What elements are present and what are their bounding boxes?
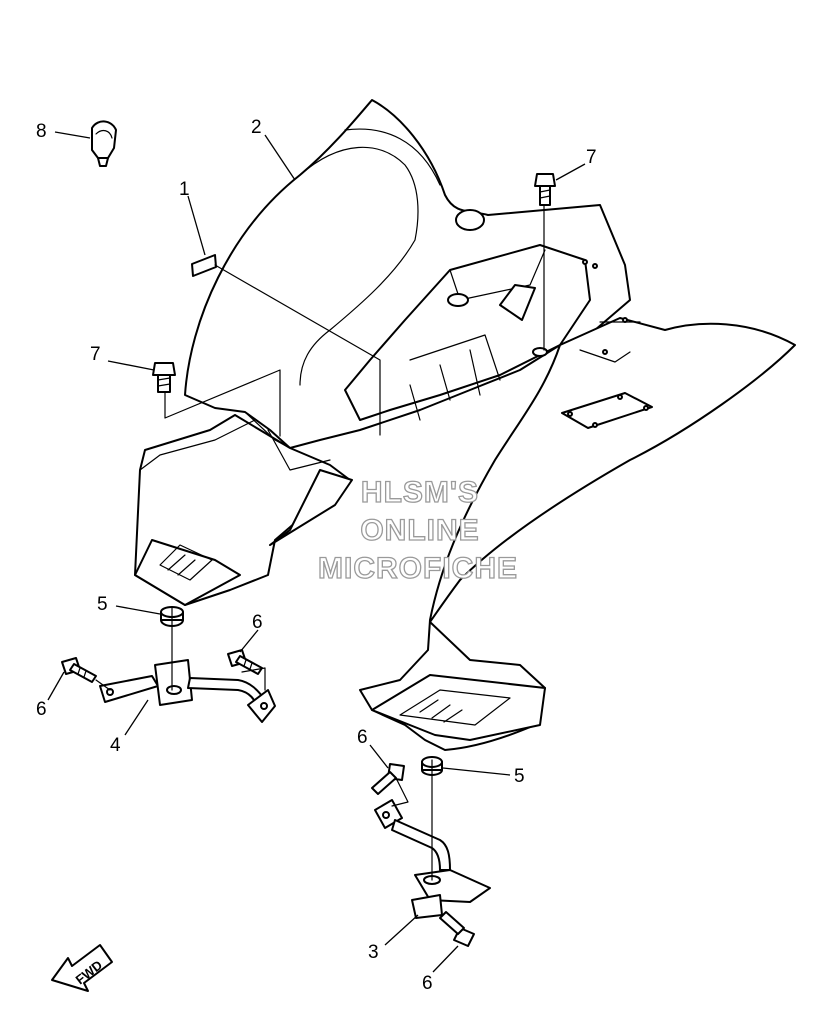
bolt-part-6-c (371, 763, 405, 795)
rear-fender (134, 99, 796, 751)
callout-6-upper: 6 (252, 612, 263, 633)
callout-6-left: 6 (36, 699, 47, 720)
bolt-part-6-d (439, 911, 475, 947)
callout-2: 2 (251, 117, 262, 138)
watermark: HLSM'S ONLINE MICROFICHE (317, 475, 518, 585)
callout-5-left: 5 (97, 594, 108, 615)
watermark-line-2: ONLINE (360, 514, 479, 547)
callout-8: 8 (36, 121, 47, 142)
watermark-line-3: MICROFICHE (318, 552, 518, 585)
callout-5-right: 5 (514, 766, 525, 787)
stay-part-4 (99, 659, 276, 723)
bolt-part-7-left (152, 362, 176, 393)
stay-part-3 (374, 799, 491, 919)
callout-numbers: 8 2 1 7 7 5 6 6 4 6 5 3 6 (36, 117, 597, 994)
callout-6-middle: 6 (357, 727, 368, 748)
fwd-arrow-icon: FWD (51, 944, 113, 992)
callout-7-right: 7 (586, 147, 597, 168)
callout-7-left: 7 (90, 344, 101, 365)
leader-lines (47, 131, 586, 973)
callout-1: 1 (179, 179, 190, 200)
assembly-lines (95, 204, 545, 881)
bolt-part-7-right (534, 173, 556, 206)
callout-6-bottom: 6 (422, 973, 433, 994)
bolt-part-6-b (227, 649, 263, 675)
warning-label (191, 254, 217, 277)
clip-part-8 (91, 120, 117, 167)
callout-3: 3 (368, 942, 379, 963)
bolt-part-6-a (61, 657, 97, 683)
callout-4: 4 (110, 735, 121, 756)
watermark-line-1: HLSM'S (361, 476, 479, 509)
